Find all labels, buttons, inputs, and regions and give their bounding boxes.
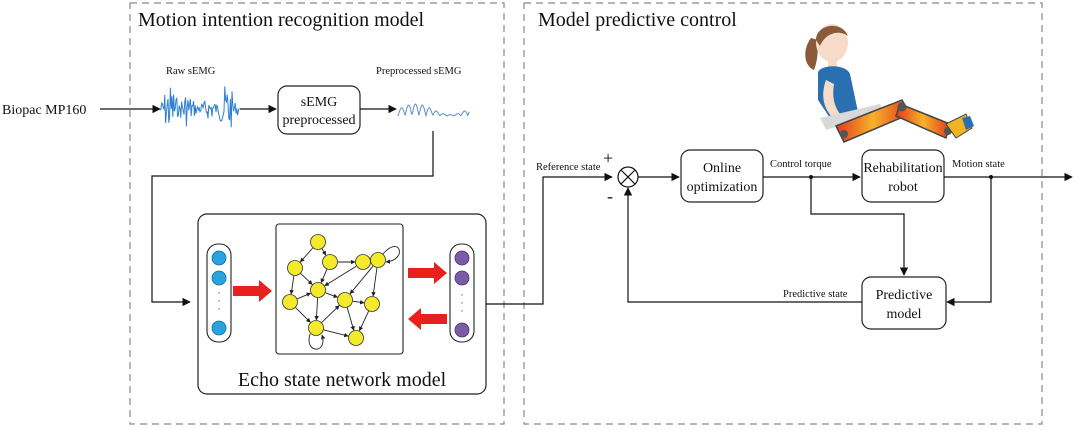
reservoir-edge — [314, 297, 319, 321]
raw-semg-label: Raw sEMG — [166, 66, 216, 77]
reservoir-edge — [323, 329, 349, 338]
intention-panel-title: Motion intention recognition model — [138, 9, 425, 31]
raw-semg-waveform — [159, 86, 240, 128]
reservoir-edge — [300, 273, 313, 285]
mpc-panel-frame — [523, 2, 1043, 425]
reservoir-edge — [371, 267, 378, 297]
reservoir-self-loop — [308, 333, 326, 350]
plus-sign: + — [603, 148, 613, 168]
reservoir-node — [282, 294, 298, 310]
input-to-reservoir-arrow — [233, 280, 272, 302]
esn-reservoir — [275, 223, 404, 355]
semg-box-line2: preprocessed — [282, 113, 355, 128]
esn-input-layer — [206, 243, 232, 343]
reservoir-node — [310, 234, 326, 250]
predictive-model-box — [861, 276, 947, 330]
reservoir-edge — [349, 265, 374, 295]
rehab-box-line1: Rehabilitation — [863, 161, 942, 176]
reservoir-edge — [346, 307, 355, 331]
output-node — [454, 270, 470, 286]
output-node — [454, 322, 470, 338]
esn-to-reference-line — [486, 172, 613, 305]
predictive-feedback-arrow — [623, 187, 862, 303]
motion-to-predictive-arrow — [946, 177, 992, 307]
esn-output-layer — [449, 243, 475, 343]
predictive-box-line2: model — [887, 307, 922, 322]
reservoir-self-loop — [382, 246, 400, 264]
output-ellipsis-3: · — [460, 307, 463, 317]
reservoir-node — [355, 254, 371, 270]
reservoir-node — [370, 252, 386, 268]
reservoir-edge — [358, 311, 370, 332]
output-node — [454, 250, 470, 266]
input-ellipsis-3: · — [217, 305, 220, 315]
input-node — [211, 270, 227, 286]
predictive-state-label: Predictive state — [783, 289, 848, 300]
reservoir-node — [322, 254, 338, 270]
reservoir-edge — [321, 248, 327, 256]
reservoir-node — [308, 320, 324, 336]
summing-junction — [617, 166, 639, 188]
reservoir-edge — [289, 275, 295, 295]
intention-panel-frame — [129, 2, 505, 425]
esn-title: Echo state network model — [238, 369, 447, 391]
reference-state-label: Reference state — [536, 162, 601, 173]
predictive-box-line1: Predictive — [876, 288, 933, 303]
reservoir-edge — [295, 307, 311, 323]
online-box-line2: optimization — [687, 180, 758, 195]
input-node — [211, 320, 227, 336]
reservoir-edge — [320, 269, 328, 284]
online-box-line1: Online — [703, 161, 741, 176]
reservoir-edge — [325, 292, 338, 298]
input-ellipsis-1: · — [217, 289, 220, 299]
torque-to-predictive-arrow — [810, 177, 909, 276]
reservoir-node — [287, 260, 303, 276]
motion-state-label: Motion state — [952, 159, 1005, 170]
preprocessed-semg-label: Preprocessed sEMG — [376, 66, 462, 77]
online-optimization-box — [680, 149, 764, 203]
preprocessed-semg-waveform — [397, 103, 470, 118]
input-ellipsis-2: · — [217, 297, 220, 307]
reservoir-edge — [321, 305, 340, 323]
reservoir-node — [337, 292, 353, 308]
input-node — [211, 250, 227, 266]
minus-sign: - — [607, 186, 613, 206]
reservoir-to-output-arrow — [408, 262, 447, 284]
reservoir-node — [348, 330, 364, 346]
patient-robot-illustration — [805, 24, 974, 143]
semg-preprocess-box — [277, 85, 361, 135]
reservoir-connections — [289, 246, 400, 350]
input-source-label: Biopac MP160 — [2, 103, 86, 118]
control-torque-label: Control torque — [770, 159, 832, 170]
reservoir-edge — [352, 300, 365, 305]
output-ellipsis-2: · — [460, 299, 463, 309]
reservoir-node — [364, 296, 380, 312]
semg-box-line1: sEMG — [301, 95, 338, 110]
reservoir-edge — [297, 292, 312, 300]
rehab-box-line2: robot — [888, 180, 918, 195]
rehabilitation-robot-box — [861, 149, 945, 203]
reservoir-nodes — [282, 234, 386, 346]
mpc-panel-title: Model predictive control — [538, 9, 737, 31]
output-to-reservoir-arrow — [408, 308, 447, 330]
output-ellipsis-1: · — [460, 291, 463, 301]
reservoir-edge — [299, 247, 314, 263]
reservoir-node — [310, 282, 326, 298]
reservoir-edge — [324, 265, 357, 287]
signal-to-esn-line — [151, 131, 434, 307]
